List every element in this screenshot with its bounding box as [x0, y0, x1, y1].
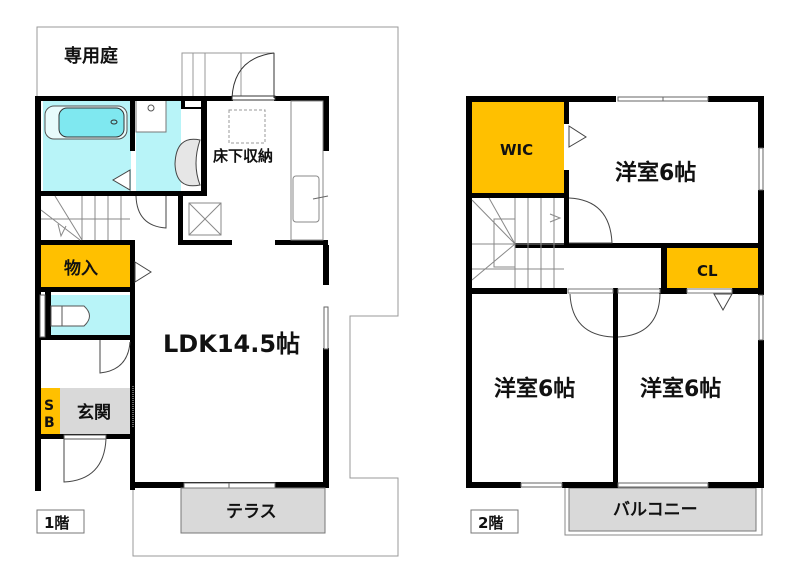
floor1-label-box: [36, 509, 85, 534]
wic-label: WIC: [500, 141, 533, 159]
room-sw-window-south: [520, 482, 563, 488]
room-se-window-south: [617, 482, 709, 488]
ldk-label: LDK14.5帖: [163, 330, 300, 358]
room-ne-window-east: [758, 147, 764, 191]
balcony-label: バルコニー: [613, 500, 698, 520]
cl-door-icon: [713, 293, 733, 312]
room-ne-label: 洋室6帖: [615, 160, 696, 186]
wic-door-icon: [568, 125, 587, 148]
room-se-window-east: [758, 294, 764, 341]
toilet-door: [99, 340, 131, 374]
room-se-label: 洋室6帖: [640, 376, 721, 402]
washroom-door: [135, 195, 167, 229]
bath-door-icon: [112, 169, 131, 191]
floor1-label: 1階: [44, 514, 69, 532]
room-ne-door: [568, 197, 613, 244]
floor2-walls: [466, 96, 764, 488]
terrace: [180, 487, 326, 534]
floor1-walls: [35, 96, 329, 491]
room-sw-door: [569, 293, 614, 338]
entrance-floor: [60, 388, 130, 434]
rear-door: [231, 52, 276, 101]
drain-icon: [147, 104, 155, 112]
balcony-rail: [564, 486, 763, 536]
shoebox-s-label: S: [44, 398, 54, 414]
wic-room: [472, 102, 564, 193]
rear-steps: [181, 52, 275, 99]
ldk-window-east: [323, 306, 329, 350]
room-se-door: [617, 293, 661, 338]
washbasin-icon: [174, 138, 201, 187]
shoebox: [41, 388, 60, 434]
floor2-label-box: [470, 509, 519, 534]
underfloor-storage-hatch: [228, 109, 266, 144]
underfloor-storage-label: 床下収納: [213, 147, 273, 165]
storage-label: 物入: [64, 258, 98, 279]
garden-label: 専用庭: [64, 45, 118, 67]
shoebox-b-label: B: [44, 415, 55, 431]
balcony: [568, 487, 757, 532]
floor1-stairs: [40, 195, 130, 241]
garden-outline: [36, 26, 399, 557]
room-sw-label: 洋室6帖: [494, 376, 575, 402]
front-door: [63, 438, 107, 483]
toilet-icon: [50, 305, 90, 327]
storage-room: [41, 245, 130, 287]
entrance-label: 玄関: [77, 402, 111, 423]
terrace-label: テラス: [226, 502, 277, 522]
floor2-stairs: [471, 197, 564, 288]
cl-label: CL: [697, 262, 718, 280]
floor2-label: 2階: [478, 514, 503, 532]
sink-icon: [292, 175, 320, 223]
storage-door-icon: [134, 261, 152, 283]
cl-room: [666, 248, 758, 288]
